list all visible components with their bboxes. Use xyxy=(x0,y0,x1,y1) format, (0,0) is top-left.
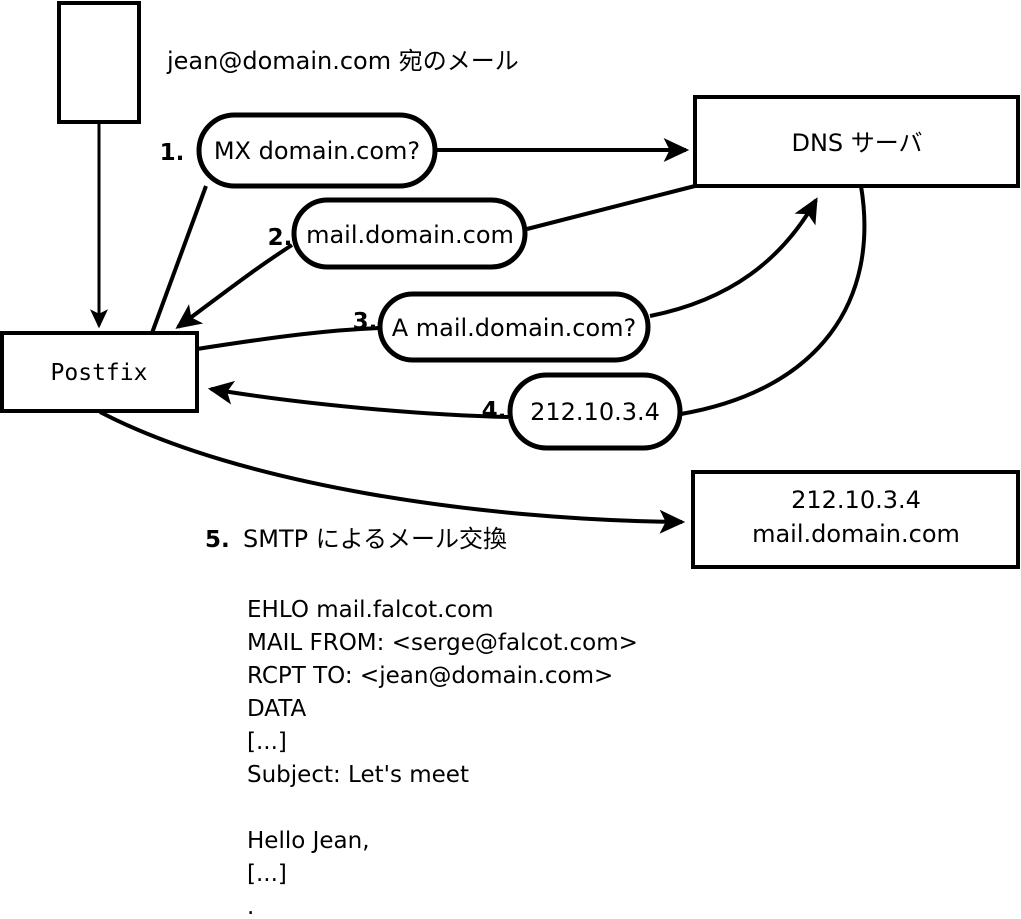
connector-dns-to-step4 xyxy=(680,185,867,416)
smtp-line: DATA xyxy=(247,696,307,722)
node-mail-server-ip: 212.10.3.4 xyxy=(791,486,921,514)
step-number-4: 4. xyxy=(482,398,507,424)
node-mail-server-host: mail.domain.com xyxy=(752,520,960,548)
smtp-line: [...] xyxy=(247,861,287,887)
step-number-5: 5. xyxy=(205,527,230,553)
smtp-line: Hello Jean, xyxy=(247,828,370,854)
connector-step4-to-postfix xyxy=(207,380,509,419)
bubble-step-1-label: MX domain.com? xyxy=(214,137,420,165)
bubble-step-2-label: mail.domain.com xyxy=(306,221,514,249)
smtp-line: Subject: Let's meet xyxy=(247,762,469,788)
connector-postfix-to-mailserver xyxy=(99,410,686,534)
bubble-step-3-label: A mail.domain.com? xyxy=(392,314,637,342)
connector-step2-to-postfix xyxy=(175,243,294,329)
bubble-step-4-label: 212.10.3.4 xyxy=(530,398,660,426)
mail-destination-note: jean@domain.com 宛のメール xyxy=(166,47,519,75)
step-number-3: 3. xyxy=(353,309,378,335)
smtp-transcript: EHLO mail.falcot.com MAIL FROM: <serge@f… xyxy=(247,597,638,919)
smtp-line: EHLO mail.falcot.com xyxy=(247,597,494,623)
node-dns-server[interactable] xyxy=(693,95,1020,188)
node-postfix[interactable] xyxy=(0,331,199,413)
step-number-2: 2. xyxy=(268,225,293,251)
connector-postfix-to-step3 xyxy=(196,326,380,351)
node-postfix-label: Postfix xyxy=(51,360,148,386)
connector-step3-to-dns xyxy=(649,197,818,318)
step-number-1: 1. xyxy=(160,140,185,166)
smtp-line: [...] xyxy=(247,729,287,755)
connector-postfix-to-step1 xyxy=(150,185,208,334)
node-dns-server-label: DNS サーバ xyxy=(791,129,922,157)
smtp-line: MAIL FROM: <serge@falcot.com> xyxy=(247,630,638,656)
bubble-step-2[interactable] xyxy=(291,197,528,270)
smtp-line: . xyxy=(247,894,254,919)
bubble-step-3[interactable] xyxy=(377,291,651,363)
smtp-line: RCPT TO: <jean@domain.com> xyxy=(247,663,613,689)
step-5-label: SMTP によるメール交換 xyxy=(243,525,507,553)
bubble-step-4[interactable] xyxy=(507,372,683,451)
connector-dns-to-step2 xyxy=(526,184,696,231)
node-mail-server[interactable] xyxy=(691,470,1020,569)
node-mail-client[interactable] xyxy=(57,1,141,124)
bubble-step-1[interactable] xyxy=(196,112,438,189)
